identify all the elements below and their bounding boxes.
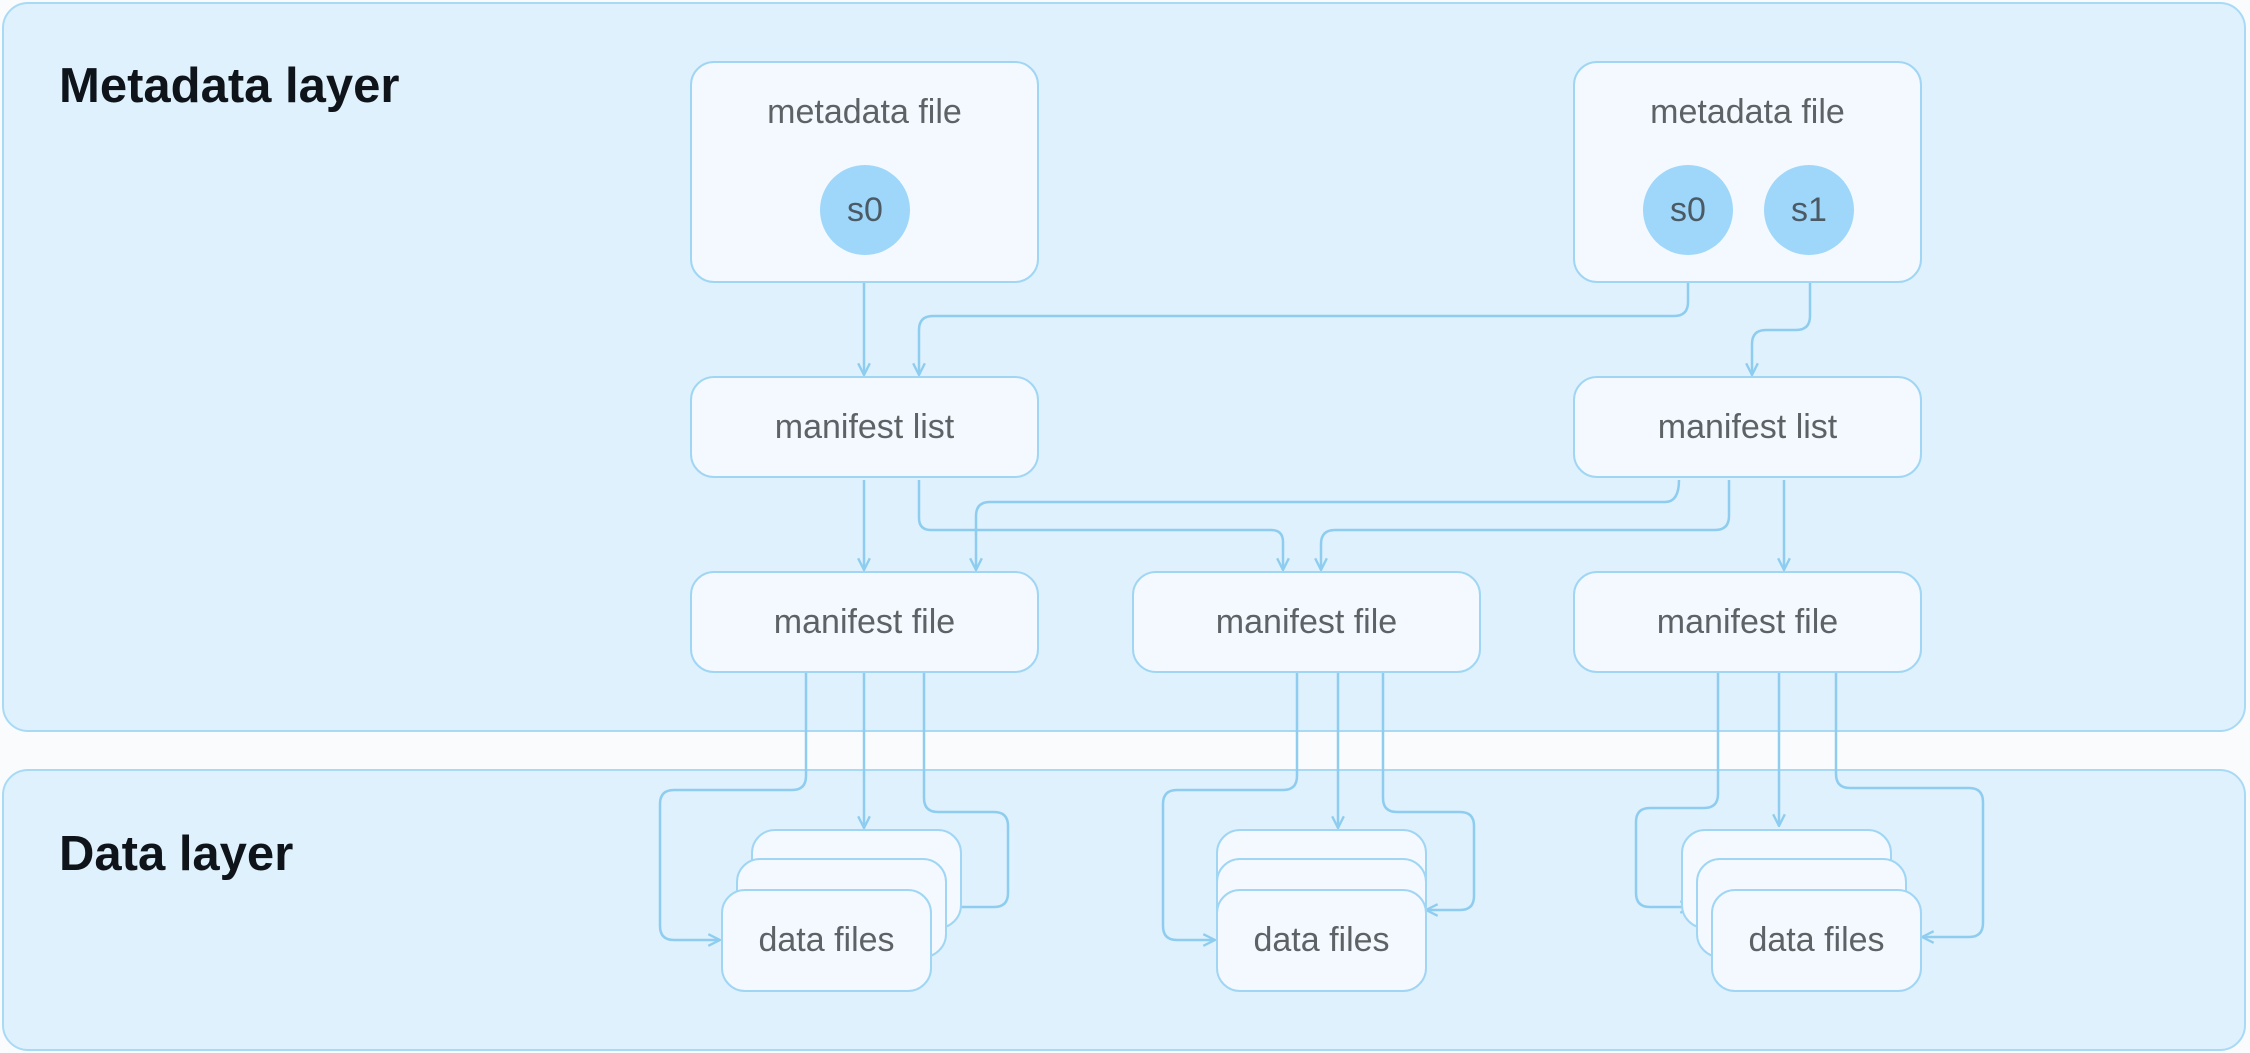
data-files-label: data files [758, 921, 895, 959]
manifest-list-box: manifest list [1573, 376, 1922, 478]
data-files-box: data files [721, 889, 932, 992]
metadata-layer-label: Metadata layer [59, 59, 400, 113]
manifest-file-box: manifest file [1132, 571, 1481, 673]
snapshot-label: s0 [1670, 190, 1706, 229]
manifest-file-label: manifest file [1656, 602, 1839, 641]
data-files-box: data files [1711, 889, 1922, 992]
data-layer-label: Data layer [59, 827, 294, 881]
manifest-list-box: manifest list [690, 376, 1039, 478]
data-files-box: data files [1216, 889, 1427, 992]
snapshot-s0: s0 [1643, 165, 1733, 255]
snapshot-label: s1 [1791, 190, 1827, 229]
manifest-list-label: manifest list [774, 407, 955, 446]
manifest-file-box: manifest file [690, 571, 1039, 673]
snapshot-s1: s1 [1764, 165, 1854, 255]
data-files-label: data files [1748, 921, 1885, 959]
metadata-file-box: metadata file [1573, 61, 1922, 283]
metadata-file-label: metadata file [1650, 93, 1845, 131]
manifest-file-label: manifest file [773, 602, 956, 641]
metadata-file-label: metadata file [767, 93, 962, 131]
snapshot-label: s0 [847, 190, 883, 229]
snapshot-s0: s0 [820, 165, 910, 255]
manifest-file-label: manifest file [1215, 602, 1398, 641]
data-files-label: data files [1253, 921, 1390, 959]
manifest-list-label: manifest list [1657, 407, 1838, 446]
manifest-file-box: manifest file [1573, 571, 1922, 673]
